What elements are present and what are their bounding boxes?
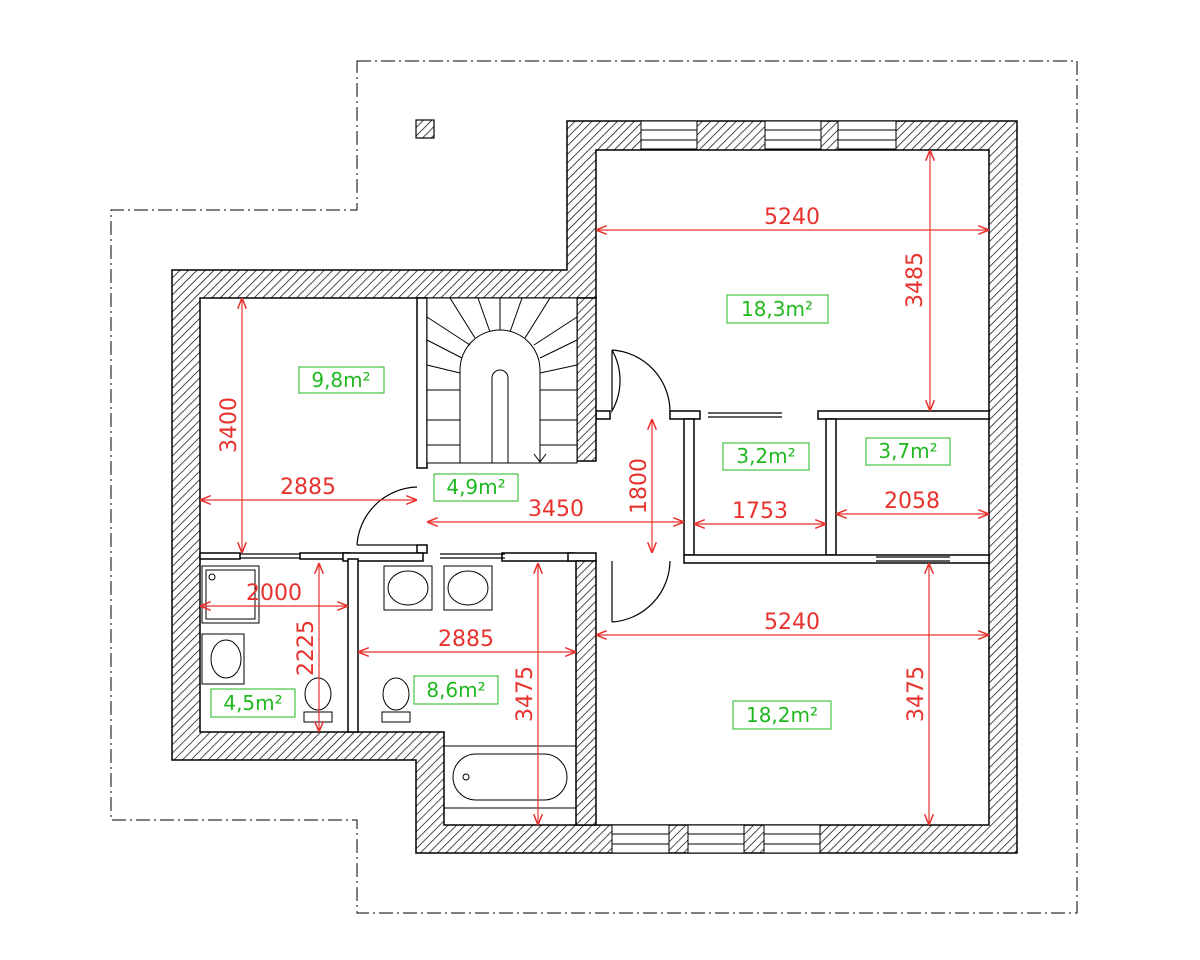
dim-top-width: 5240 <box>764 205 820 230</box>
dim-hall-width: 3450 <box>528 497 584 522</box>
room-label-hall: 4,9m² <box>433 473 519 502</box>
dim-storage2-width: 2058 <box>884 489 940 514</box>
sliding-door-icon <box>240 412 950 562</box>
room-label-bathroom-large: 8,6m² <box>413 675 499 705</box>
roof-outline <box>110 60 1078 914</box>
room-area: 8,6m² <box>426 678 485 702</box>
dim-storage1-width: 1753 <box>732 499 788 524</box>
room-area: 4,9m² <box>446 475 505 499</box>
bathtub-icon <box>443 745 577 809</box>
window-icon <box>611 120 897 854</box>
sink-icon <box>201 565 493 685</box>
dim-bottom-width: 5240 <box>764 610 820 635</box>
dim-bottom-height: 3475 <box>904 666 929 722</box>
room-label-bedroom-bottom: 18,2m² <box>732 700 832 730</box>
chimney-icon <box>415 119 435 139</box>
door-swing-icon <box>356 349 671 623</box>
dimension-labels: 5240 3485 3400 2885 3450 1800 1753 2058 … <box>217 205 940 722</box>
room-area: 9,8m² <box>311 368 370 392</box>
exterior-walls <box>171 120 1018 854</box>
room-label-bedroom-left: 9,8m² <box>298 366 385 394</box>
dim-hall-height: 1800 <box>627 458 652 514</box>
room-area: 3,7m² <box>878 439 937 463</box>
dimension-lines <box>200 150 989 825</box>
staircase-icon <box>426 297 578 464</box>
room-label-storage-1: 3,2m² <box>722 442 810 471</box>
room-label-storage-2: 3,7m² <box>865 437 951 466</box>
room-label-bathroom-small: 4,5m² <box>210 688 296 718</box>
dim-bath-small-height: 2225 <box>294 620 319 676</box>
room-area: 18,3m² <box>741 297 813 321</box>
dim-top-height: 3485 <box>903 252 928 308</box>
room-area-labels: 18,3m² 9,8m² 4,9m² 3,2m² 3,7m² 4,5m² 8,6… <box>210 294 951 730</box>
dim-bath-large-width: 2885 <box>438 627 494 652</box>
interior-walls <box>199 297 990 826</box>
dim-left-height: 3400 <box>217 397 242 453</box>
dim-left-width: 2885 <box>280 475 336 500</box>
dim-bath-large-height: 3475 <box>513 666 538 722</box>
room-area: 18,2m² <box>746 703 818 727</box>
room-area: 3,2m² <box>736 444 795 468</box>
room-area: 4,5m² <box>223 691 282 715</box>
room-label-bedroom-top: 18,3m² <box>726 294 829 324</box>
shower-icon <box>201 565 260 624</box>
dim-bath-small-width: 2000 <box>246 581 302 606</box>
